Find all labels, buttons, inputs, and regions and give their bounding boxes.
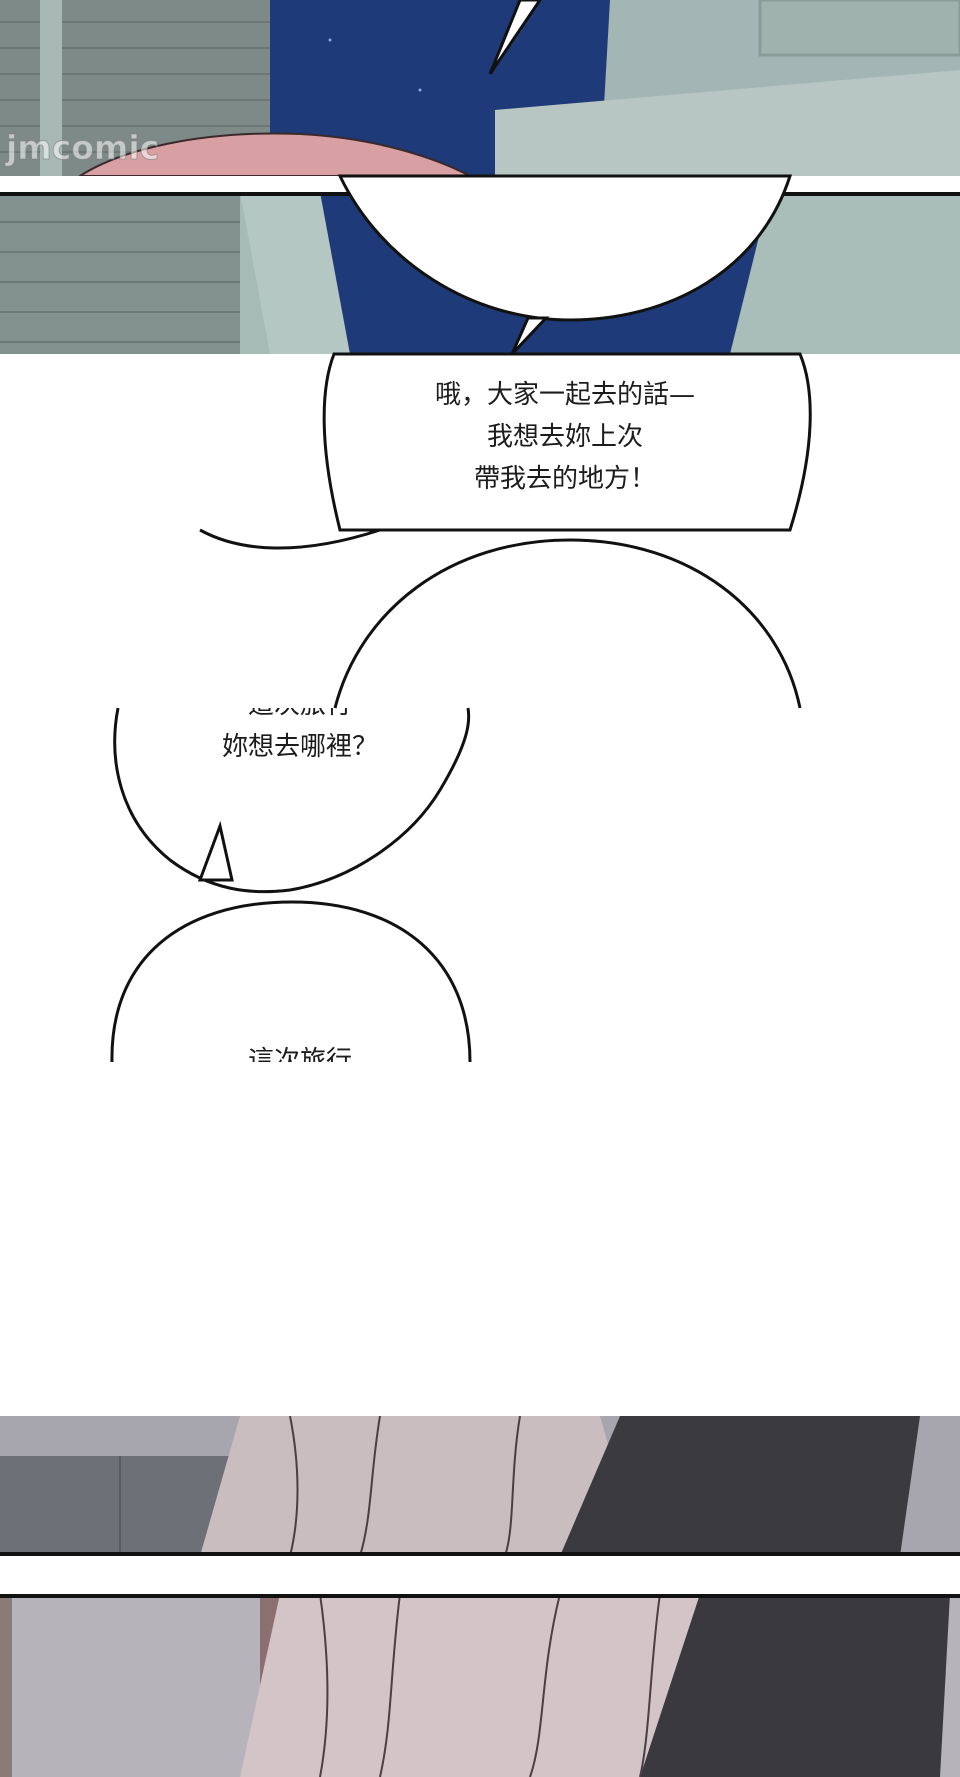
panel-4-artwork [0,1594,960,1777]
bubble-question-line-1: 這次旅行 [180,708,420,726]
panel-1-artwork [0,0,960,176]
bubble-reply-line-2: 我想去妳上次 [486,422,643,452]
bubble-question-text: 這次旅行 妳想去哪裡？ [180,708,420,768]
panel-4-interior [0,1594,960,1777]
bubble-reply-line-3: 帶我去的地方！ [473,464,656,494]
speech-bubble-reply [322,352,812,532]
bubble-question-line-2: 妳想去哪裡？ [221,732,378,762]
panel-1-street-scene: jmcomic [0,0,960,176]
speech-bubble-question [113,707,471,894]
speech-bubble-large-arc [333,538,802,709]
bubble-lower-text: 這次旅行 [247,1046,352,1062]
speech-bubble-upper [337,174,793,322]
panel-3-interior [0,1416,960,1556]
bubble-reply-text: 哦，大家一起去的話— 我想去妳上次 帶我去的地方！ [400,374,730,500]
bubble-reply-line-1: 哦，大家一起去的話— [434,380,695,410]
speech-bubble-lower-partial [110,900,472,1063]
bubble-question-clip: 這次旅行 妳想去哪裡？ [180,708,420,768]
panel-3-artwork [0,1416,960,1556]
jmcomic-watermark: jmcomic [5,128,160,168]
bubble-lower-clip: 這次旅行 [180,1040,420,1062]
